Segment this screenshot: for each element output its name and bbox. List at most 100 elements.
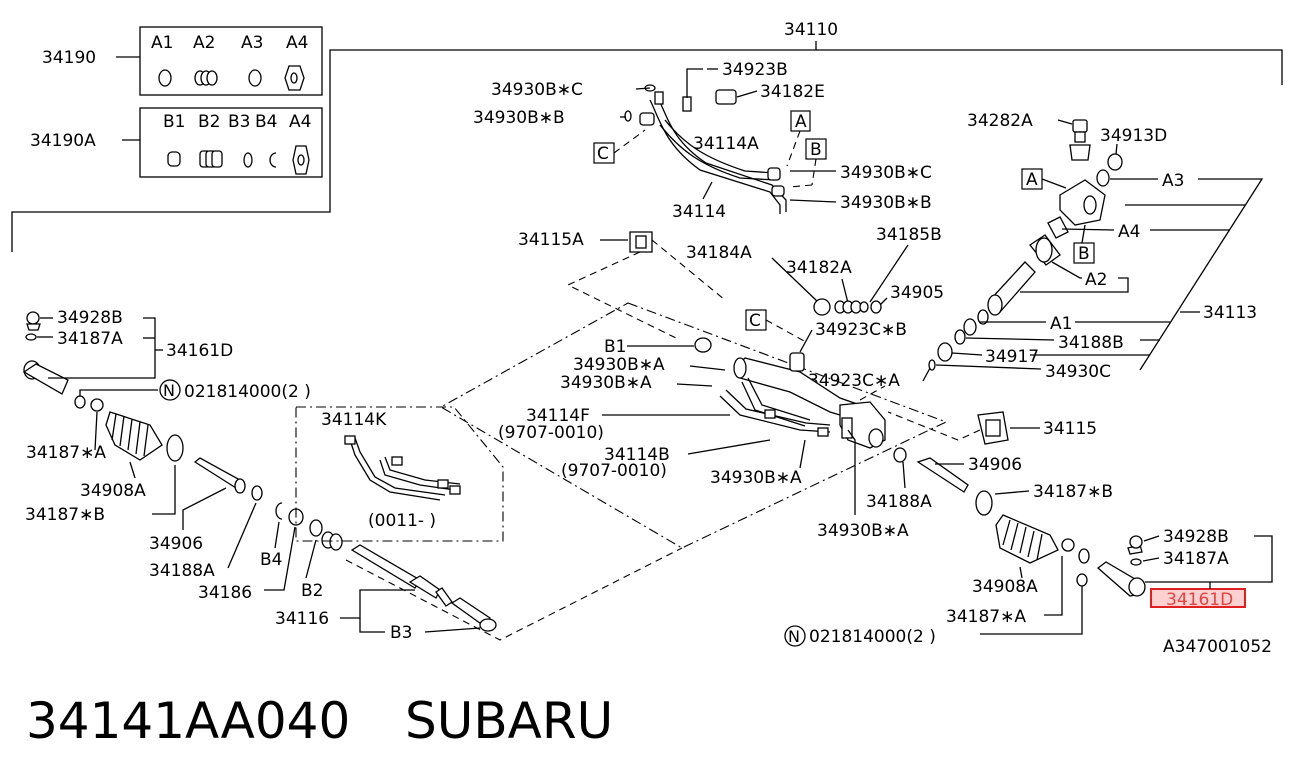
callout-34115[interactable]: 34115: [1043, 419, 1097, 439]
callout-34188B[interactable]: 34188B: [1058, 333, 1124, 353]
seal-rings: [813, 298, 882, 316]
callout-34187-B[interactable]: 34187∗B: [1033, 482, 1113, 502]
callout-34186[interactable]: 34186: [198, 583, 252, 603]
inner-tie-rod-right: [916, 457, 969, 493]
callout-34161D-2[interactable]: 34161D: [1166, 590, 1233, 610]
mount-cushion-icon: [629, 231, 653, 253]
brand: SUBARU: [405, 692, 613, 750]
callout-A1[interactable]: A1: [1050, 314, 1072, 334]
boot-left: [105, 411, 163, 461]
o-ring-icon: [158, 69, 172, 87]
callout-021814000[interactable]: 021814000(2 ): [184, 382, 311, 402]
callout-34116[interactable]: 34116: [275, 609, 329, 629]
callout-34187-A-2[interactable]: 34187∗A: [946, 607, 1026, 627]
callout-34182E[interactable]: 34182E: [760, 82, 825, 102]
callout-34930B-A-4[interactable]: 34930B∗A: [817, 521, 909, 541]
callout-34185B[interactable]: 34185B: [876, 225, 942, 245]
callout-34923C-A[interactable]: 34923C∗A: [808, 371, 900, 391]
kit-number[interactable]: 34190A: [30, 131, 96, 151]
kit-label: B3: [228, 112, 250, 132]
callout-B4[interactable]: B4: [260, 550, 282, 570]
callout-34114K[interactable]: 34114K: [321, 410, 387, 430]
kit-box-34190A: 34190A B1 B2 B3 B4 A4: [30, 107, 323, 178]
n-letter: N: [163, 381, 175, 400]
callout-34161D[interactable]: 34161D: [166, 341, 233, 361]
n-symbol-right: N: [784, 625, 806, 647]
callout-34187A-2[interactable]: 34187A: [1163, 549, 1229, 569]
callout-34113[interactable]: 34113: [1203, 303, 1257, 323]
callout-A4[interactable]: A4: [1118, 222, 1140, 242]
callout-9707-0010: (9707-0010): [498, 423, 604, 443]
callout-34187-B[interactable]: 34187∗B: [25, 505, 105, 525]
callout-9707-0010-2: (9707-0010): [561, 461, 667, 481]
callout-34908A[interactable]: 34908A: [972, 577, 1038, 597]
callout-34906[interactable]: 34906: [149, 534, 203, 554]
valve-assembly: [928, 119, 1123, 371]
ref-code: A347001052: [1163, 637, 1272, 657]
tie-rod-end-left: [22, 311, 69, 395]
callout-34110[interactable]: 34110: [784, 20, 838, 40]
ref-letter-c: C: [597, 144, 609, 164]
callout-B3[interactable]: B3: [390, 623, 412, 643]
callout-34930B-A-2[interactable]: 34930B∗A: [560, 373, 652, 393]
mount-bracket-icon: [977, 411, 1009, 445]
ref-letter-c-2: C: [749, 311, 761, 331]
highlight-box: [1150, 588, 1246, 608]
part-number: 34141AA040: [26, 692, 350, 750]
kit-number[interactable]: 34190: [42, 48, 96, 68]
callout-34913D[interactable]: 34913D: [1100, 126, 1167, 146]
callout-34114B[interactable]: 34114B: [604, 445, 670, 465]
callout-34114[interactable]: 34114: [672, 202, 726, 222]
callout-B2[interactable]: B2: [301, 581, 323, 601]
callout-34188A[interactable]: 34188A: [866, 492, 932, 512]
kit-label: B2: [198, 112, 220, 132]
kit-label: A3: [241, 33, 263, 53]
callout-34188A[interactable]: 34188A: [149, 561, 215, 581]
callout-34905[interactable]: 34905: [890, 283, 944, 303]
callout-34282A[interactable]: 34282A: [967, 111, 1033, 131]
callout-34908A[interactable]: 34908A: [80, 481, 146, 501]
ref-letter-b: B: [810, 140, 822, 160]
kit-label: B4: [255, 112, 277, 132]
callout-34930B-C-2[interactable]: 34930B∗C: [840, 163, 932, 183]
n-letter: N: [788, 627, 800, 646]
ref-box-a: [790, 110, 811, 132]
callout-34187-A[interactable]: 34187∗A: [26, 443, 106, 463]
callout-34928B-2[interactable]: 34928B: [1163, 527, 1229, 547]
callout-34930B-C[interactable]: 34930B∗C: [491, 80, 583, 100]
ref-letter-b-2: B: [1078, 244, 1090, 264]
ref-letter-a-2: A: [1026, 170, 1038, 190]
callout-B1[interactable]: B1: [604, 337, 626, 357]
callout-34114A[interactable]: 34114A: [693, 134, 759, 154]
callout-34923B[interactable]: 34923B: [722, 60, 788, 80]
callout-34182A[interactable]: 34182A: [786, 258, 852, 278]
callout-34930B-A-3[interactable]: 34930B∗A: [710, 468, 802, 488]
gearbox-housing: [719, 352, 886, 449]
callout-34114F[interactable]: 34114F: [526, 406, 590, 426]
kit-label: A1: [151, 33, 173, 53]
callout-34930C[interactable]: 34930C: [1045, 362, 1111, 382]
inner-tie-rod-left: [193, 457, 241, 489]
callout-34906[interactable]: 34906: [968, 455, 1022, 475]
callout-34930B-A[interactable]: 34930B∗A: [573, 355, 665, 375]
callout-A3[interactable]: A3: [1162, 171, 1184, 191]
callout-34928B[interactable]: 34928B: [57, 308, 123, 328]
callout-34930B-B-2[interactable]: 34930B∗B: [840, 193, 932, 213]
steering-rack: [350, 544, 497, 632]
kit-label: A4: [289, 112, 311, 132]
b4-clip: [275, 502, 283, 520]
callout-34187A[interactable]: 34187A: [57, 329, 123, 349]
callout-34917[interactable]: 34917: [985, 347, 1039, 367]
kit-label: A4: [286, 33, 308, 53]
callout-021814000-2[interactable]: 021814000(2 ): [809, 627, 936, 647]
callout-A2[interactable]: A2: [1085, 270, 1107, 290]
kit-label: B1: [163, 112, 185, 132]
callout-34930B-B[interactable]: 34930B∗B: [473, 108, 565, 128]
callout-34115A[interactable]: 34115A: [518, 230, 584, 250]
callout-34184A[interactable]: 34184A: [686, 243, 752, 263]
callout-34923C-B[interactable]: 34923C∗B: [815, 320, 907, 340]
ref-letter-a: A: [795, 112, 807, 132]
callout-0011: (0011- ): [368, 511, 436, 531]
inset-34114K: 34114K (0011- ): [295, 406, 504, 542]
